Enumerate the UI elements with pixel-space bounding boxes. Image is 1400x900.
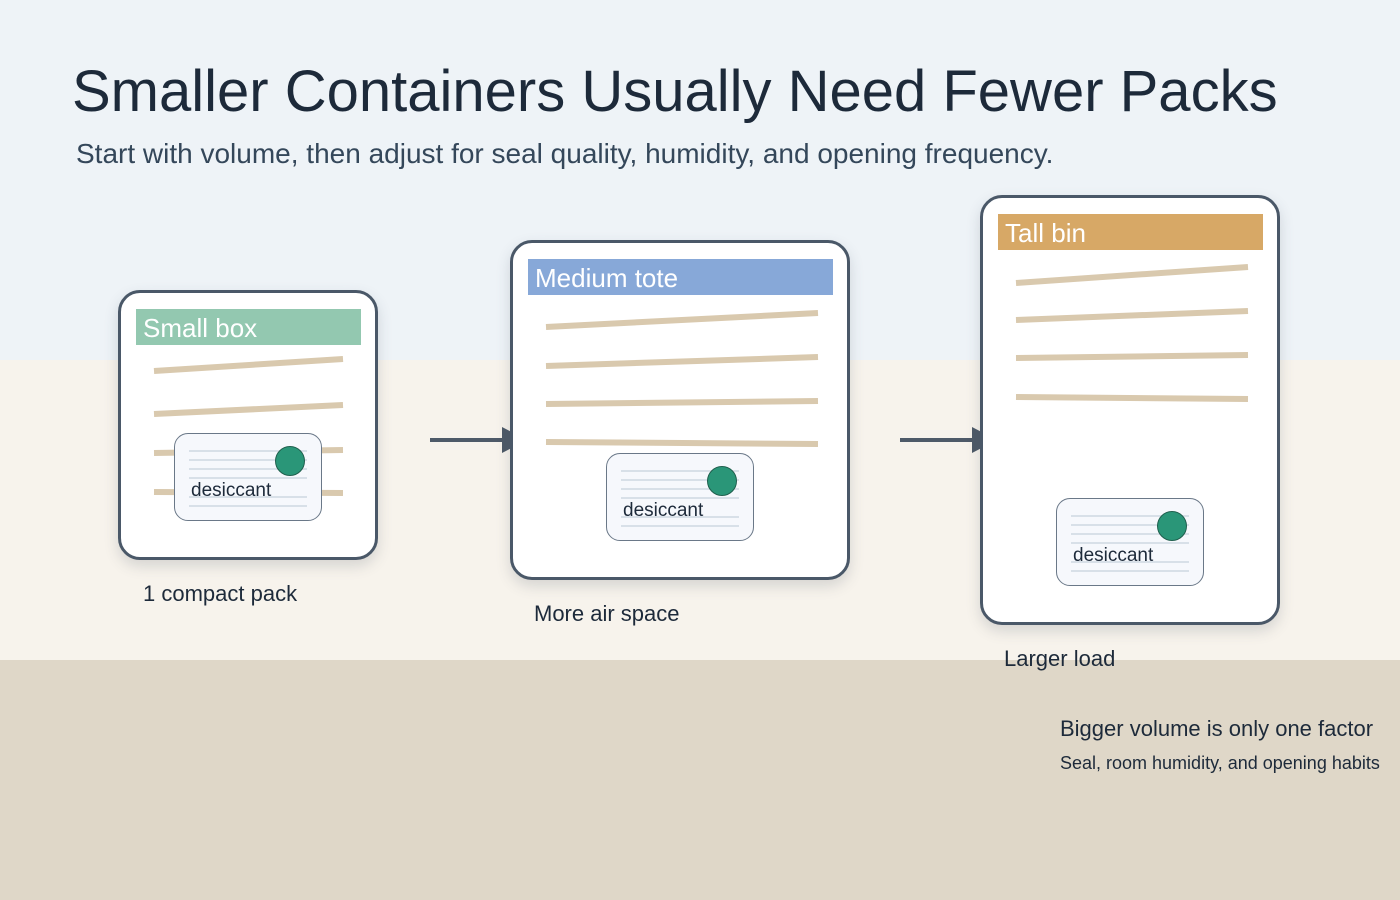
tall-bin-contents [1015, 264, 1249, 402]
medium-tote-label: Medium tote [528, 259, 833, 295]
medium-tote-container: Medium tote desiccant [510, 240, 850, 580]
pack-label: desiccant [623, 500, 704, 521]
tall-bin-caption: Larger load [1004, 646, 1116, 671]
note-text: Seal, room humidity, and opening habits [1060, 753, 1380, 773]
pack-indicator-dot [1157, 511, 1187, 541]
small-box-container: Small box desiccant [118, 290, 378, 560]
page-title: Smaller Containers Usually Need Fewer Pa… [72, 59, 1278, 124]
note-heading: Bigger volume is only one factor [1060, 716, 1374, 741]
medium-tote-caption: More air space [534, 601, 680, 626]
pack-indicator-dot [275, 446, 305, 476]
tall-bin-label: Tall bin [998, 214, 1263, 250]
desiccant-pack-icon: desiccant [1056, 498, 1204, 586]
pack-label: desiccant [1073, 545, 1154, 566]
medium-tote-contents [545, 310, 819, 447]
desiccant-pack-icon: desiccant [606, 453, 754, 541]
bottom-background-band [0, 660, 1400, 900]
pack-label: desiccant [191, 480, 272, 501]
desiccant-pack-icon: desiccant [174, 433, 322, 521]
small-box-caption: 1 compact pack [143, 581, 298, 606]
small-box-label: Small box [136, 309, 361, 345]
page-subtitle: Start with volume, then adjust for seal … [76, 138, 1054, 169]
tall-bin-container: Tall bin desiccant [980, 195, 1280, 625]
pack-indicator-dot [707, 466, 737, 496]
